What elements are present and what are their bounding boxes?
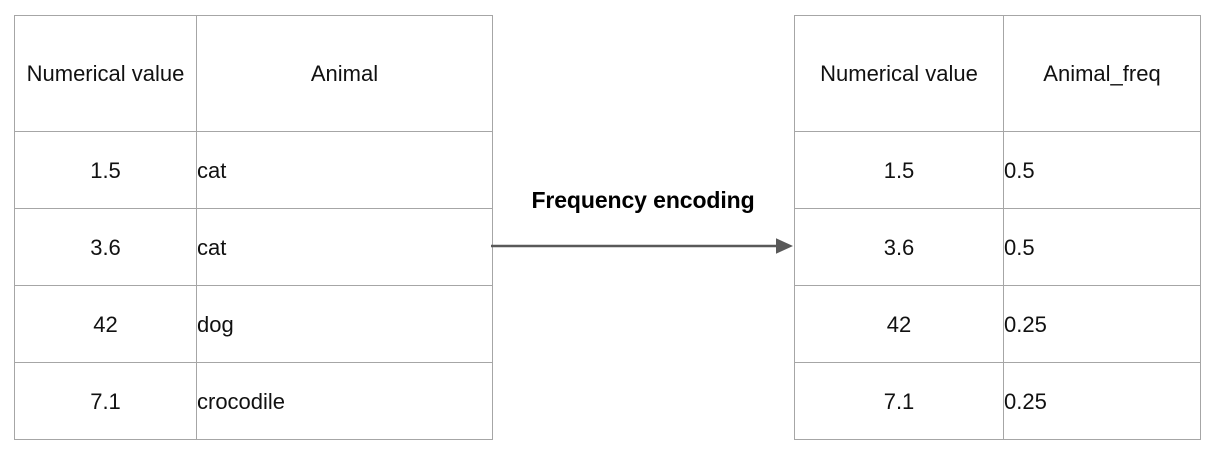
table-row: 1.5 cat xyxy=(14,131,493,209)
cell-numerical-value: 7.1 xyxy=(14,362,197,440)
cell-numerical-value: 42 xyxy=(14,285,197,363)
cell-numerical-value: 1.5 xyxy=(14,131,197,209)
cell-animal: crocodile xyxy=(196,362,493,440)
result-table-header: Numerical value Animal_freq xyxy=(794,15,1201,132)
source-table-body: 1.5 cat 3.6 cat 42 dog 7.1 crocodile xyxy=(14,131,493,440)
cell-numerical-value: 3.6 xyxy=(794,208,1004,286)
cell-numerical-value: 42 xyxy=(794,285,1004,363)
table-header-row: Numerical value Animal_freq xyxy=(794,15,1201,132)
column-header-numerical-value: Numerical value xyxy=(14,15,197,132)
cell-numerical-value: 1.5 xyxy=(794,131,1004,209)
column-header-numerical-value: Numerical value xyxy=(794,15,1004,132)
cell-animal-freq: 0.5 xyxy=(1003,208,1201,286)
transform-label: Frequency encoding xyxy=(531,187,755,213)
cell-animal: dog xyxy=(196,285,493,363)
cell-numerical-value: 7.1 xyxy=(794,362,1004,440)
table-row: 42 0.25 xyxy=(794,285,1201,363)
source-table: Numerical value Animal 1.5 cat 3.6 cat 4… xyxy=(14,15,493,440)
table-header-row: Numerical value Animal xyxy=(14,15,493,132)
cell-animal: cat xyxy=(196,131,493,209)
table-row: 1.5 0.5 xyxy=(794,131,1201,209)
cell-animal-freq: 0.25 xyxy=(1003,362,1201,440)
table-row: 7.1 0.25 xyxy=(794,362,1201,440)
transform-annotation: Frequency encoding xyxy=(490,186,796,264)
table-row: 3.6 cat xyxy=(14,208,493,286)
arrow-right-icon xyxy=(491,238,793,254)
table-row: 42 dog xyxy=(14,285,493,363)
cell-animal-freq: 0.5 xyxy=(1003,131,1201,209)
result-table-body: 1.5 0.5 3.6 0.5 42 0.25 7.1 0.25 xyxy=(794,131,1201,440)
table-row: 3.6 0.5 xyxy=(794,208,1201,286)
column-header-animal: Animal xyxy=(196,15,493,132)
cell-animal: cat xyxy=(196,208,493,286)
column-header-animal-freq: Animal_freq xyxy=(1003,15,1201,132)
cell-numerical-value: 3.6 xyxy=(14,208,197,286)
cell-animal-freq: 0.25 xyxy=(1003,285,1201,363)
result-table: Numerical value Animal_freq 1.5 0.5 3.6 … xyxy=(794,15,1201,440)
source-table-header: Numerical value Animal xyxy=(14,15,493,132)
table-row: 7.1 crocodile xyxy=(14,362,493,440)
